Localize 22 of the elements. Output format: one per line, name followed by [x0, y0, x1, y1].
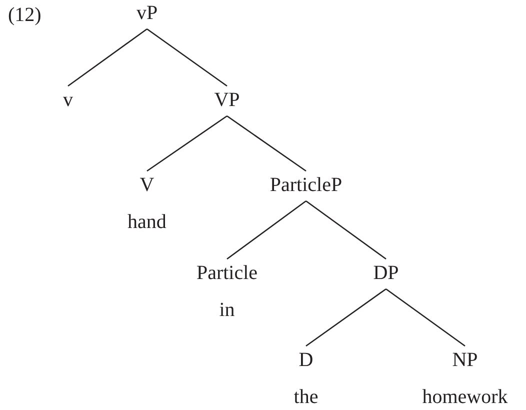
- word-label: homework: [422, 385, 508, 409]
- category-label: D: [298, 348, 314, 372]
- tree-branch: [226, 200, 306, 260]
- category-label: NP: [452, 348, 478, 372]
- tree-branch: [226, 115, 306, 172]
- category-label: Particle: [196, 261, 258, 285]
- word-label: the: [294, 385, 318, 409]
- word-label: in: [219, 298, 235, 322]
- category-label: DP: [373, 261, 399, 285]
- tree-branch: [68, 28, 148, 87]
- category-label: ParticleP: [270, 173, 342, 197]
- tree-branch: [146, 115, 228, 172]
- word-label: hand: [128, 210, 166, 234]
- tree-branch: [306, 288, 386, 347]
- tree-branch: [306, 200, 386, 260]
- category-label: vP: [136, 1, 158, 25]
- category-label: V: [140, 173, 154, 197]
- tree-branch: [146, 28, 228, 87]
- example-number: (12): [8, 3, 42, 27]
- tree-branch: [386, 288, 466, 347]
- category-label: VP: [214, 88, 240, 112]
- category-label: v: [63, 88, 73, 112]
